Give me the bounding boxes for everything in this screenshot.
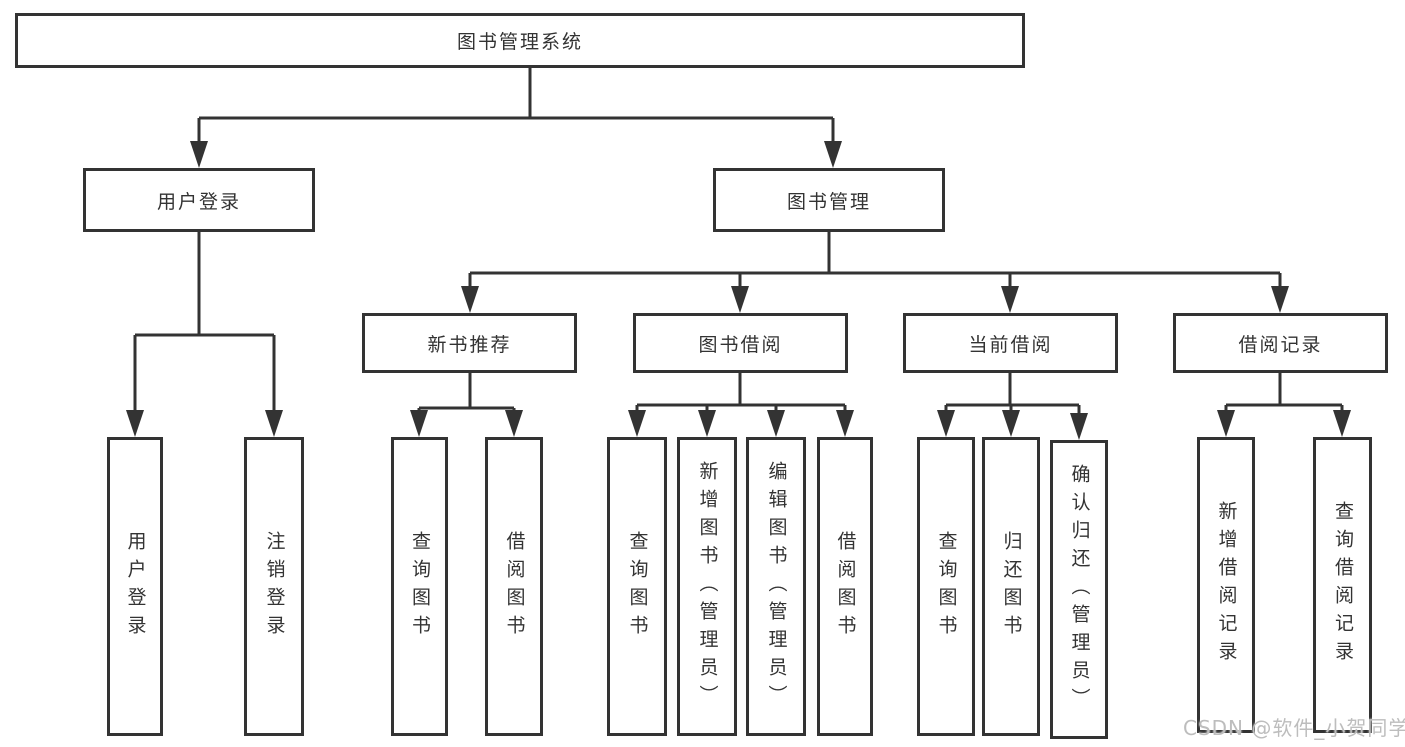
leaf-user-login: 用户登录	[107, 437, 163, 736]
node-label: 新书推荐	[427, 333, 512, 356]
node-label: 当前借阅	[968, 333, 1053, 356]
node-current-borrowing: 当前借阅	[903, 313, 1118, 373]
leaf-query-borrow-record: 查询借阅记录	[1313, 437, 1372, 733]
leaf-confirm-return-admin: 确认归还（管理员）	[1050, 440, 1108, 739]
node-new-book-recommendation: 新书推荐	[362, 313, 577, 373]
node-user-login-branch: 用户登录	[83, 168, 315, 232]
node-borrowing-records: 借阅记录	[1173, 313, 1388, 373]
node-label: 编辑图书（管理员）	[765, 460, 788, 713]
node-book-management-branch: 图书管理	[713, 168, 945, 232]
node-label: 借阅记录	[1238, 333, 1323, 356]
node-label: 新增图书（管理员）	[696, 460, 719, 713]
leaf-query-books-borrow: 查询图书	[607, 437, 667, 736]
leaf-logout: 注销登录	[244, 437, 304, 736]
leaf-edit-books-admin: 编辑图书（管理员）	[746, 437, 806, 736]
node-label: 图书管理系统	[456, 31, 583, 53]
leaf-query-books-current: 查询图书	[917, 437, 975, 736]
node-label: 查询图书	[409, 530, 431, 643]
node-label: 图书管理	[786, 190, 871, 213]
leaf-add-borrow-record: 新增借阅记录	[1197, 437, 1255, 733]
node-label: 查询借阅记录	[1332, 501, 1354, 669]
leaf-query-books-recommend: 查询图书	[391, 437, 448, 736]
leaf-return-books: 归还图书	[982, 437, 1040, 736]
node-label: 归还图书	[1000, 530, 1023, 643]
node-label: 查询图书	[935, 530, 958, 643]
leaf-borrow-books-recommend: 借阅图书	[485, 437, 543, 736]
leaf-add-books-admin: 新增图书（管理员）	[677, 437, 737, 736]
node-book-borrowing: 图书借阅	[633, 313, 848, 373]
node-label: 借阅图书	[834, 530, 857, 643]
node-root-system: 图书管理系统	[15, 13, 1025, 68]
node-label: 用户登录	[156, 190, 241, 213]
node-label: 注销登录	[263, 530, 286, 643]
node-label: 查询图书	[626, 530, 649, 643]
leaf-borrow-books: 借阅图书	[817, 437, 873, 736]
csdn-watermark: CSDN @软件_小贺同学	[1183, 716, 1405, 740]
node-label: 用户登录	[124, 530, 147, 643]
node-label: 确认归还（管理员）	[1068, 463, 1091, 716]
node-label: 借阅图书	[503, 530, 526, 643]
node-label: 新增借阅记录	[1215, 501, 1238, 669]
node-label: 图书借阅	[698, 333, 783, 356]
